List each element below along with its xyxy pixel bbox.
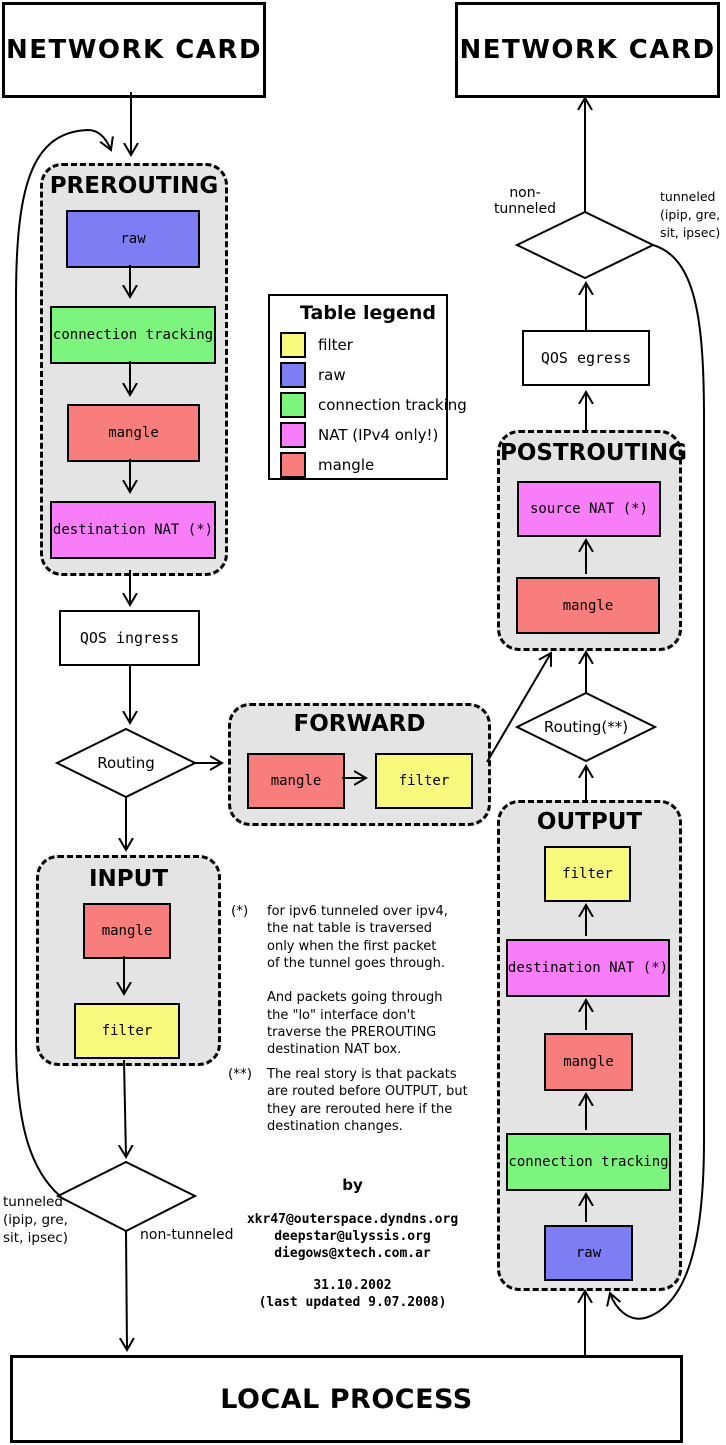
input-mangle-box: mangle <box>83 903 171 959</box>
credits-date: 31.10.2002 (last updated 9.07.2008) <box>258 1278 447 1310</box>
legend-label-raw: raw <box>318 366 346 384</box>
postrouting-chain: POSTROUTING source NAT (*) mangle <box>497 430 687 651</box>
qos-ingress-box: QOS ingress <box>59 610 200 666</box>
prerouting-conntrack-box: connection tracking <box>50 306 216 364</box>
top-tunnel-diamond <box>514 210 656 280</box>
input-filter-box: filter <box>74 1003 180 1059</box>
credits-by: by <box>342 1176 363 1194</box>
top-non-tunneled-label: non-tunneled <box>493 185 557 217</box>
legend-label-conntrack: connection tracking <box>318 396 467 414</box>
output-conntrack-box: connection tracking <box>506 1133 671 1191</box>
network-card-left: NETWORK CARD <box>2 2 266 98</box>
postrouting-snat-box: source NAT (*) <box>517 481 661 537</box>
forward-filter-box: filter <box>375 753 473 809</box>
footnote-star-marker: (*) <box>231 903 249 919</box>
arrow-diamond-to-local-process <box>126 1230 127 1350</box>
legend-label-mangle: mangle <box>318 456 375 474</box>
footnote-double-star-marker: (**) <box>228 1066 253 1082</box>
credits-authors: xkr47@outerspace.dyndns.org deepstar@uly… <box>246 1212 459 1261</box>
mangle-swatch <box>280 452 306 478</box>
input-title: INPUT <box>88 866 169 892</box>
prerouting-dnat-box: destination NAT (*) <box>50 501 216 559</box>
legend-row-mangle: mangle <box>280 452 446 478</box>
arrow-input-to-tunnel-diamond <box>124 1059 126 1157</box>
filter-swatch <box>280 332 306 358</box>
bottom-tunnel-diamond <box>55 1160 198 1233</box>
prerouting-title: PREROUTING <box>49 173 219 199</box>
prerouting-raw-box: raw <box>66 210 200 268</box>
legend-row-filter: filter <box>280 332 446 358</box>
output-dnat-box: destination NAT (*) <box>506 939 670 997</box>
raw-swatch <box>280 362 306 388</box>
prerouting-mangle-box: mangle <box>67 404 200 462</box>
network-card-right-label: NETWORK CARD <box>459 35 716 65</box>
credits: by xkr47@outerspace.dyndns.org deepstar@… <box>230 1176 475 1311</box>
bottom-non-tunneled-label: non-tunneled <box>140 1227 234 1243</box>
conntrack-swatch <box>280 392 306 418</box>
forward-mangle-box: mangle <box>247 753 345 809</box>
nat-swatch <box>280 422 306 448</box>
bottom-tunneled-label: tunneled (ipip, gre, sit, ipsec) <box>3 1194 69 1246</box>
network-card-right: NETWORK CARD <box>455 2 720 98</box>
footnote-double-star-text: The real story is that packats are route… <box>267 1067 468 1134</box>
legend-label-nat: NAT (IPv4 only!) <box>318 426 439 444</box>
legend-row-nat: NAT (IPv4 only!) <box>280 422 446 448</box>
output-chain: OUTPUT filter destination NAT (*) mangle… <box>497 800 682 1291</box>
footnote-star-text: for ipv6 tunneled over ipv4, the nat tab… <box>267 904 448 1058</box>
legend-title: Table legend <box>300 302 436 324</box>
footnote-star: (*) for ipv6 tunneled over ipv4, the nat… <box>231 903 483 1059</box>
footnote-double-star: (**) The real story is that packats are … <box>228 1066 486 1135</box>
legend-row-conntrack: connection tracking <box>280 392 467 418</box>
forward-chain: FORWARD mangle filter <box>228 703 491 826</box>
legend-row-raw: raw <box>280 362 446 388</box>
forward-title: FORWARD <box>293 711 426 737</box>
postrouting-mangle-box: mangle <box>516 577 660 634</box>
local-process-box: LOCAL PROCESS <box>10 1355 683 1443</box>
input-chain: INPUT mangle filter <box>36 855 221 1066</box>
output-filter-box: filter <box>544 846 631 902</box>
legend-label-filter: filter <box>318 336 353 354</box>
output-raw-box: raw <box>544 1225 633 1281</box>
routing2-label: Routing(**) <box>543 718 629 736</box>
prerouting-chain: PREROUTING raw connection tracking mangl… <box>40 163 228 576</box>
network-card-left-label: NETWORK CARD <box>5 35 263 65</box>
output-title: OUTPUT <box>536 809 643 835</box>
output-mangle-box: mangle <box>544 1033 633 1091</box>
postrouting-title: POSTROUTING <box>500 440 687 466</box>
routing-label: Routing <box>97 754 155 772</box>
top-tunneled-label: tunneled (ipip, gre, sit, ipsec) <box>660 189 721 240</box>
local-process-label: LOCAL PROCESS <box>220 1383 473 1415</box>
qos-egress-box: QOS egress <box>522 330 650 386</box>
table-legend: Table legend filter raw connection track… <box>268 294 467 480</box>
